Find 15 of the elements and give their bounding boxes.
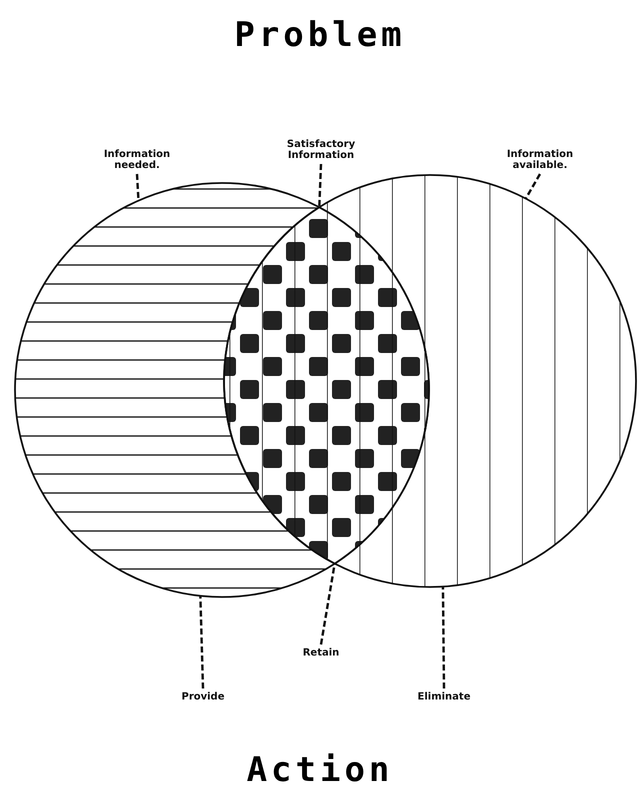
leader-line	[318, 164, 322, 208]
vertically-hatched-circle	[223, 174, 637, 588]
caption: Action	[246, 750, 394, 790]
label-text: Information available.	[499, 148, 581, 172]
title: Problem	[234, 15, 406, 55]
leader-line	[524, 173, 542, 200]
leader-line	[136, 174, 140, 201]
leader-line	[442, 586, 446, 689]
label-text: Provide	[172, 690, 234, 704]
label-text: Information needed.	[96, 148, 178, 172]
label-text: Eliminate	[408, 690, 480, 704]
leader-line	[199, 596, 204, 689]
leader-line	[320, 563, 336, 645]
label-text: Satisfactory Information	[275, 138, 367, 162]
label-text: Retain	[290, 646, 352, 660]
